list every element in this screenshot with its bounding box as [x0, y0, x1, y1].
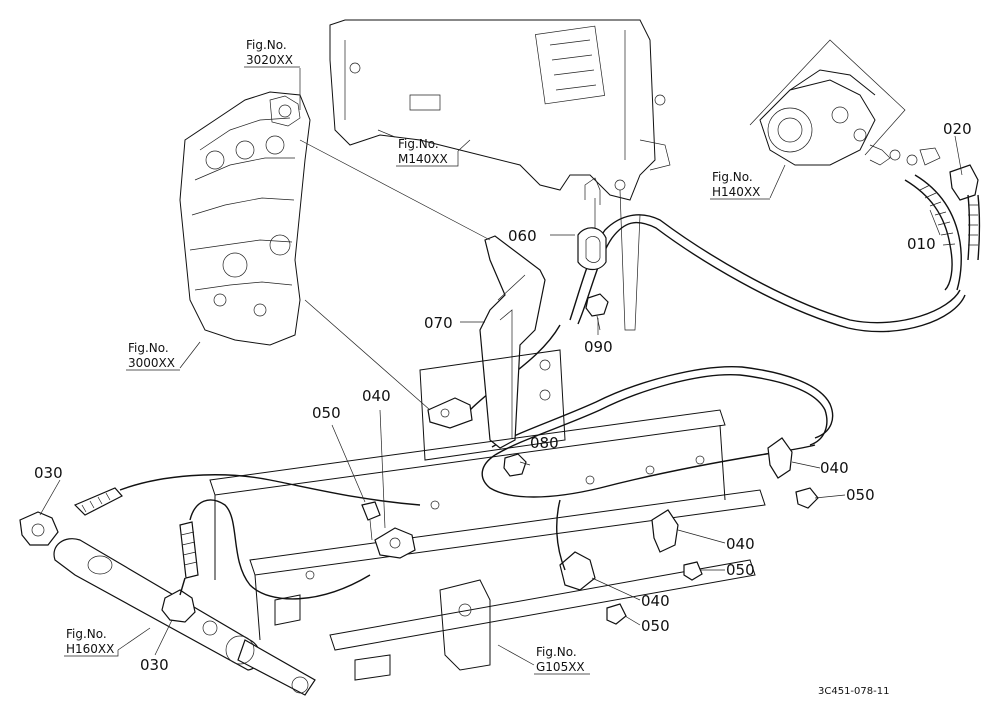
part-label-030a: 030	[34, 464, 63, 482]
figure-ref-3000XX-top: Fig.No.	[128, 341, 169, 355]
part-labels: 020 010 060 070 090 040 050 080 030 040 …	[34, 120, 972, 674]
bolt-050-lower	[606, 603, 627, 625]
bolt-090	[585, 293, 609, 331]
figure-ref-H140XX: Fig.No. H140XX	[710, 170, 770, 200]
frame-rails	[209, 349, 766, 681]
hydraulic-pump	[749, 39, 941, 166]
figure-ref-G105XX: Fig.No. G105XX	[534, 645, 590, 675]
elbow-030-left	[19, 511, 59, 546]
bolt-080	[503, 453, 527, 477]
part-label-040d: 040	[641, 592, 670, 610]
grommet-060	[577, 227, 607, 271]
figure-ref-3020XX: Fig.No. 3020XX	[244, 38, 300, 68]
part-label-050a: 050	[312, 404, 341, 422]
cylinder-hoses	[73, 474, 421, 600]
figure-ref-G105XX-number: G105XX	[536, 660, 585, 674]
figure-ref-3000XX: Fig.No. 3000XX	[126, 341, 180, 371]
bolt-050-right	[795, 487, 819, 509]
part-label-050b: 050	[846, 486, 875, 504]
part-label-070: 070	[424, 314, 453, 332]
part-label-030b: 030	[140, 656, 169, 674]
figure-ref-3000XX-number: 3000XX	[128, 356, 175, 370]
part-label-040a: 040	[362, 387, 391, 405]
part-label-090: 090	[584, 338, 613, 356]
figure-ref-M140XX: Fig.No. M140XX	[396, 137, 459, 167]
engine-block	[179, 91, 311, 346]
part-label-050c: 050	[726, 561, 755, 579]
part-label-060: 060	[508, 227, 537, 245]
figure-ref-3020XX-top: Fig.No.	[246, 38, 287, 52]
hose-010	[904, 174, 962, 291]
figure-ref-H140XX-number: H140XX	[712, 185, 760, 199]
leader-lines	[39, 68, 963, 666]
body-panel	[329, 19, 671, 331]
figure-ref-3020XX-number: 3020XX	[246, 53, 293, 67]
part-label-040b: 040	[820, 459, 849, 477]
part-label-040c: 040	[726, 535, 755, 553]
drawing-code: 3C451-078-11	[818, 686, 889, 697]
clamp-040-left	[374, 527, 416, 559]
clamp-040-right	[767, 437, 793, 479]
bolt-050-left	[361, 501, 381, 541]
clamp-040-lower	[556, 499, 596, 591]
lift-cylinder	[53, 538, 316, 696]
figure-ref-H160XX-number: H160XX	[66, 642, 114, 656]
part-label-050d: 050	[641, 617, 670, 635]
fitting-020	[949, 164, 981, 261]
part-label-020: 020	[943, 120, 972, 138]
figure-ref-H160XX: Fig.No. H160XX	[64, 627, 119, 657]
part-label-010: 010	[907, 235, 936, 253]
hydraulic-pipe	[469, 214, 966, 498]
figure-ref-G105XX-top: Fig.No.	[536, 645, 577, 659]
clamp-040-mid	[651, 509, 679, 553]
figure-ref-M140XX-number: M140XX	[398, 152, 448, 166]
bracket-070	[427, 235, 546, 449]
bolt-050-mid	[683, 561, 703, 581]
figure-ref-H140XX-top: Fig.No.	[712, 170, 753, 184]
elbow-030-lower	[161, 589, 196, 623]
part-label-080: 080	[530, 434, 559, 452]
figure-ref-M140XX-top: Fig.No.	[398, 137, 439, 151]
figure-ref-H160XX-top: Fig.No.	[66, 627, 107, 641]
